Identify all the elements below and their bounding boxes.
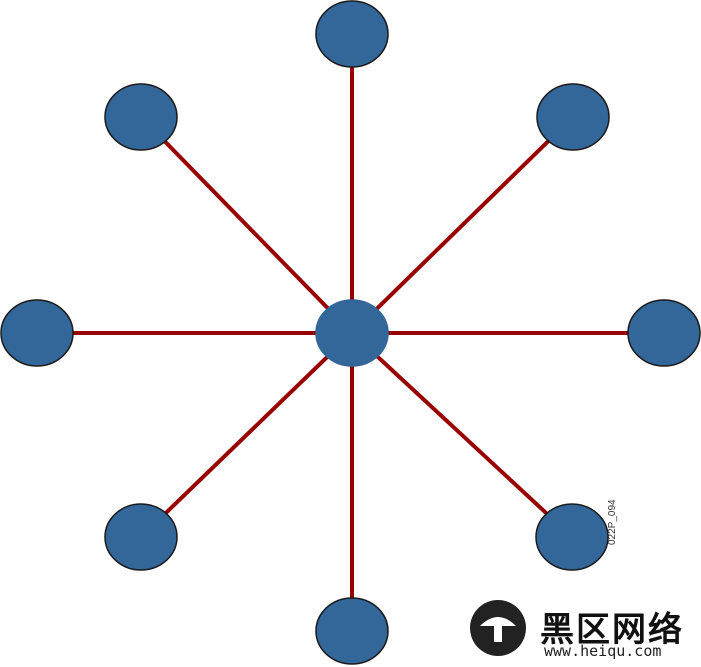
node-ne [536, 83, 610, 151]
links [37, 34, 664, 631]
link-nw [139, 115, 354, 335]
watermark-brand: 黑区网络 [540, 610, 684, 650]
node-se [535, 503, 609, 571]
watermark: 黑区网络 www.heiqu.com [468, 598, 701, 667]
node-n [315, 0, 389, 68]
link-ne [350, 115, 575, 335]
node-s [315, 597, 389, 665]
mushroom-logo-icon [470, 600, 526, 656]
watermark-url: www.heiqu.com [544, 642, 662, 660]
node-nw [104, 83, 178, 151]
central-node [315, 299, 389, 367]
node-sw [104, 503, 178, 571]
node-w [0, 299, 74, 367]
link-sw [139, 331, 354, 539]
node-e [627, 299, 701, 367]
link-se [350, 331, 574, 539]
figure-id-label: 022P_094 [607, 499, 618, 545]
